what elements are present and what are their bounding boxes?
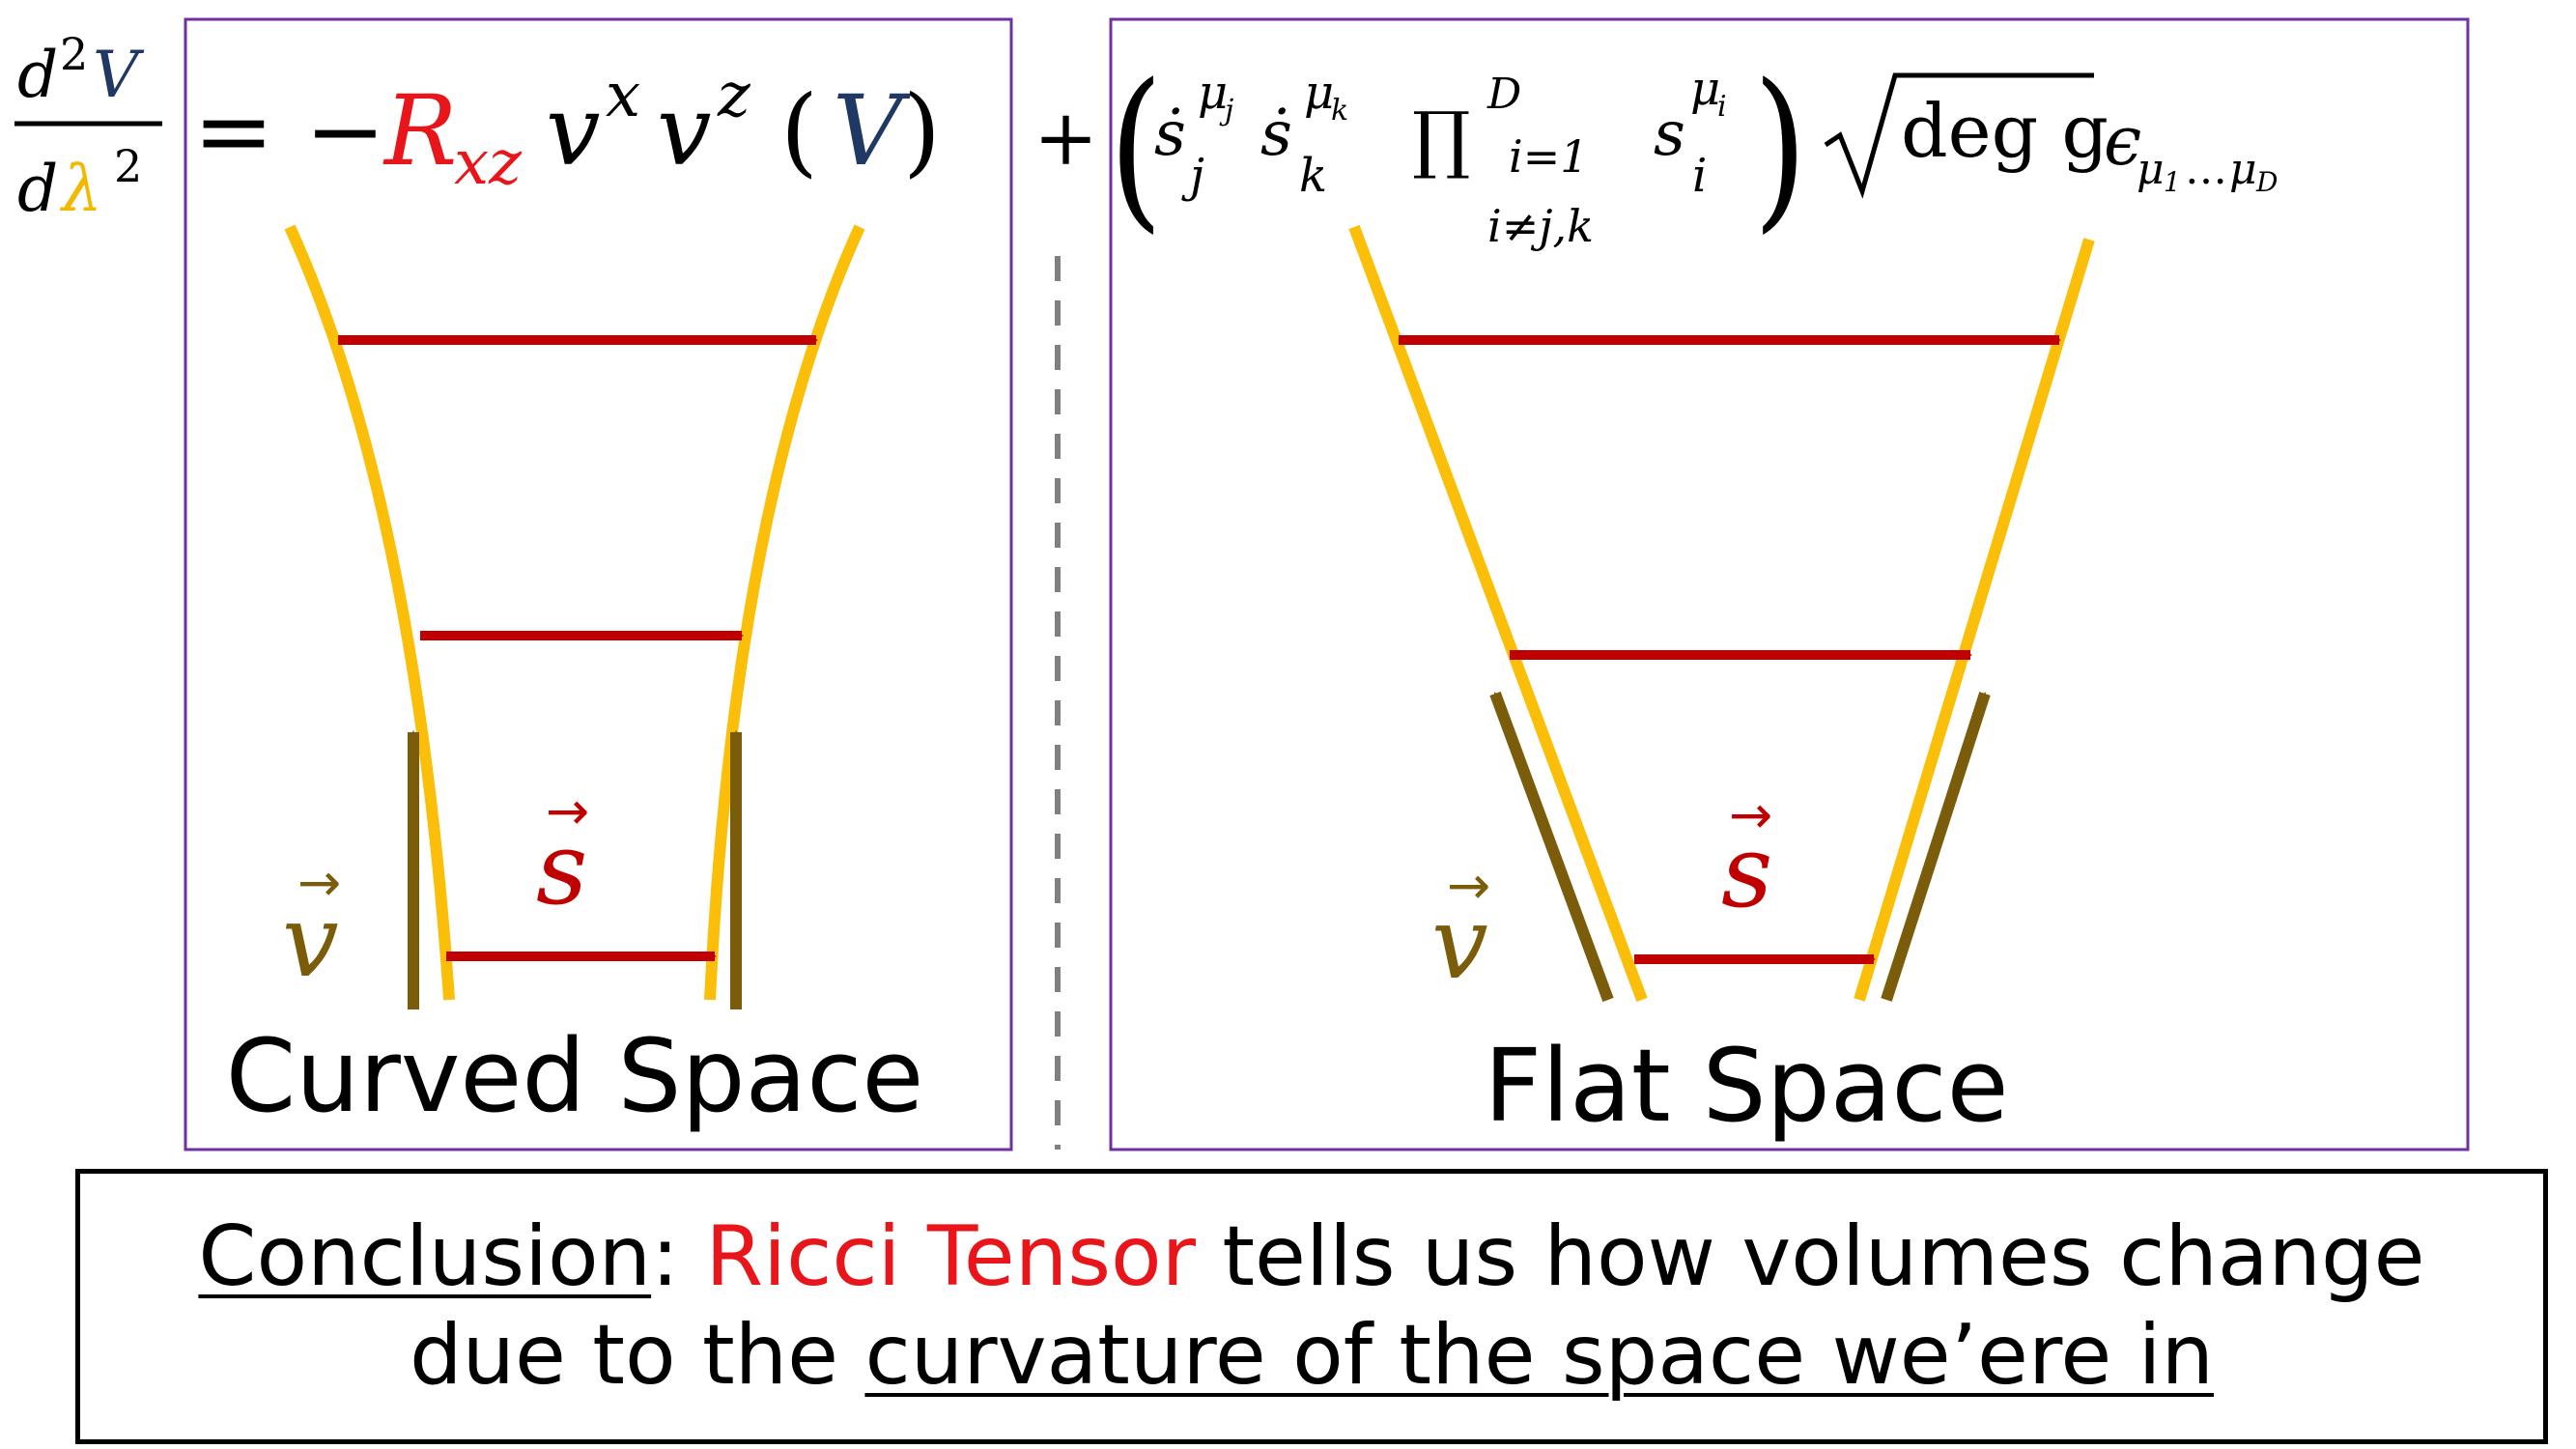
product-symbol: ∏ [1412, 96, 1471, 182]
flat-s-arrow-icon: → [1729, 784, 1772, 845]
curved-s-label: s [536, 810, 587, 927]
ricci-tensor-highlight: Ricci Tensor [705, 1208, 1196, 1306]
lhs-num-d: d [17, 38, 58, 112]
v-x: v [546, 74, 601, 187]
conclusion-line-2: due to the curvature of the space we’ere… [410, 1307, 2214, 1405]
s-i-sup: μ [1690, 62, 1720, 116]
product-sub-2: i≠j,k [1487, 200, 1594, 252]
s-dot-k-sup-sub: k [1331, 94, 1348, 128]
v-z: v [657, 74, 712, 187]
lhs-den-d: d [17, 152, 58, 226]
curved-space-diagram: → v → s Curved Space [226, 224, 924, 1135]
conclusion-line-1: Conclusion: Ricci Tensor tells us how vo… [198, 1208, 2424, 1306]
conclusion-line-2-underlined: curvature of the space we’ere in [864, 1306, 2215, 1404]
ricci-R: R [382, 74, 457, 187]
lhs-num-V: V [93, 38, 145, 112]
flat-v-arrow-icon: → [1447, 855, 1490, 916]
s-dot-k: ṡ [1260, 99, 1292, 170]
conclusion-line-2-plain: due to the [409, 1306, 865, 1404]
flat-s-label: s [1721, 812, 1772, 930]
s-dot-k-sub: k [1299, 149, 1327, 203]
geodesic-deviation-equation: d 2 V d λ 2 = − R xz v x v z ( V ) + ( ṡ… [14, 28, 2278, 252]
big-open-paren: ( [1109, 47, 1163, 249]
s-i-sub: i [1692, 149, 1707, 203]
lhs-den-exp: 2 [114, 140, 142, 192]
conclusion-prefix: Conclusion [198, 1208, 652, 1306]
flat-space-title: Flat Space [1484, 1027, 2008, 1145]
s-dot-k-sup: μ [1304, 66, 1334, 120]
flat-panel-border [1109, 17, 2470, 1151]
open-paren: ( [780, 74, 818, 187]
plus-sign: + [1033, 93, 1098, 183]
lhs-num-exp: 2 [60, 28, 88, 80]
flat-velocity-arrow-right [1881, 692, 1991, 1002]
svg-text:d: d [17, 38, 58, 112]
product-sup: D [1486, 70, 1521, 119]
flat-geodesic-left [1348, 224, 1648, 1003]
epsilon-dots: … [2185, 145, 2227, 194]
curved-geodesic-left [284, 224, 455, 1001]
epsilon-sub-1: 1 [2164, 166, 2181, 198]
volume-V: V [833, 74, 911, 187]
close-paren: ) [903, 74, 941, 187]
v-x-sup: x [606, 60, 640, 131]
s-i: s [1654, 99, 1685, 170]
curved-v-label: v [282, 882, 339, 1000]
flat-space-diagram: → v → s Flat Space [1348, 224, 2095, 1145]
curved-panel-border [184, 17, 1013, 1151]
lhs-den-lambda: λ [59, 152, 102, 226]
s-dot-j-sup: μ [1198, 66, 1228, 120]
curved-s-arrow-icon: → [546, 781, 589, 841]
conclusion-colon: : [651, 1208, 706, 1306]
big-close-paren: ) [1753, 47, 1807, 249]
sqrt-radical-icon [1824, 72, 2094, 199]
s-i-sup-sub: i [1717, 90, 1727, 124]
s-dot-j: ṡ [1154, 99, 1186, 170]
curved-geodesic-right [704, 224, 865, 1001]
curved-v-arrow-icon: → [297, 852, 341, 913]
conclusion-box: Conclusion: Ricci Tensor tells us how vo… [75, 1169, 2548, 1444]
flat-v-label: v [1431, 884, 1488, 1002]
v-z-sup: z [717, 60, 751, 131]
flat-geodesic-right [1854, 238, 2095, 1002]
equals-minus: = − [193, 74, 385, 187]
epsilon-sub-mu1: μ [2137, 145, 2165, 194]
conclusion-rest-line-1: tells us how volumes change [1195, 1208, 2425, 1306]
epsilon: ϵ [2104, 101, 2141, 181]
epsilon-sub-D: D [2255, 166, 2278, 198]
curved-space-title: Curved Space [226, 1017, 924, 1135]
ricci-subscript: xz [454, 128, 523, 199]
epsilon-sub-muD: μ [2229, 145, 2257, 194]
flat-velocity-arrow-left [1489, 691, 1614, 1003]
product-sub-1: i=1 [1509, 130, 1589, 183]
sqrt-content: deg g [1901, 88, 2109, 174]
